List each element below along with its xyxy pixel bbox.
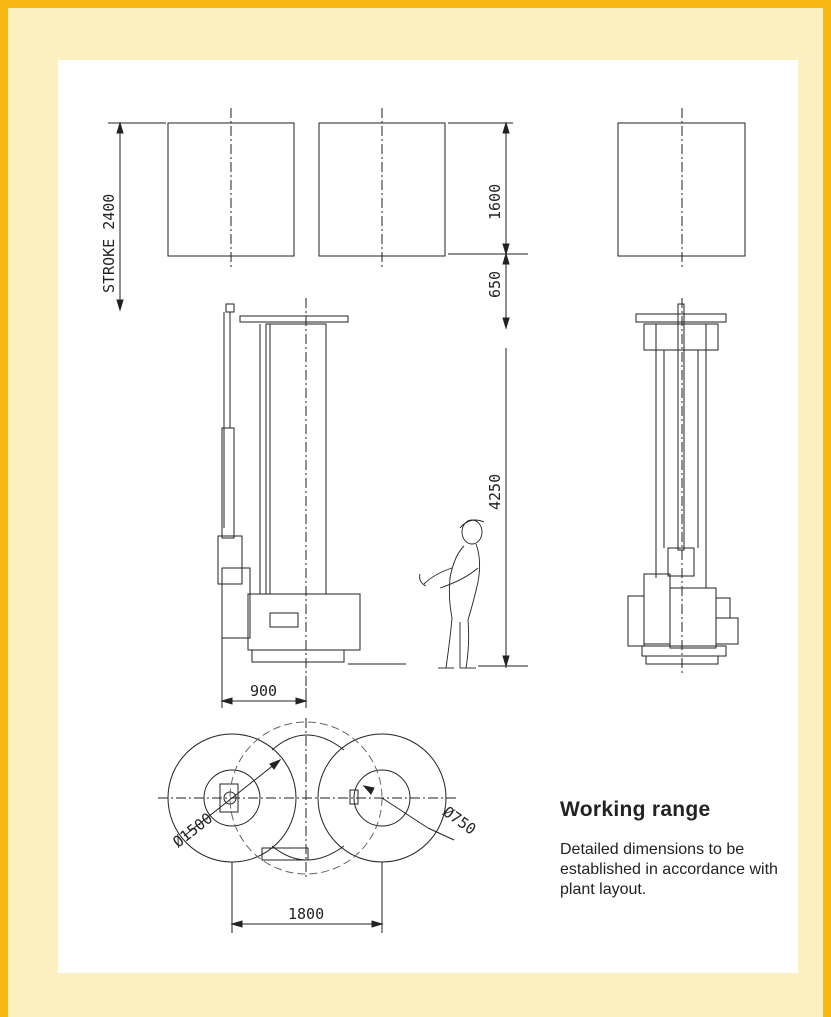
height-dimensions	[448, 121, 528, 668]
drawing-sheet: STROKE 2400 1600 650 4250	[58, 60, 798, 973]
base-width-label: 900	[250, 682, 277, 700]
stroke-dimension-label: STROKE 2400	[100, 194, 118, 293]
stroke-dimension	[108, 121, 166, 312]
top-boxes	[167, 108, 746, 270]
technical-drawing: STROKE 2400 1600 650 4250	[100, 108, 746, 933]
base-width-dimension	[220, 638, 308, 708]
column-height-label: 4250	[486, 474, 504, 510]
human-figure	[419, 519, 485, 669]
inner-diameter-label: Ø750	[440, 803, 480, 839]
front-elevation	[627, 298, 739, 673]
top-height-label: 1600	[486, 184, 504, 220]
caption-title: Working range	[560, 798, 711, 821]
caption-body: Detailed dimensions to be established in…	[560, 841, 778, 898]
gap-height-label: 650	[486, 271, 504, 298]
center-distance-label: 1800	[288, 905, 324, 923]
plan-view	[158, 718, 458, 933]
side-elevation	[217, 298, 406, 688]
caption-block: Working range Detailed dimensions to be …	[560, 798, 790, 900]
